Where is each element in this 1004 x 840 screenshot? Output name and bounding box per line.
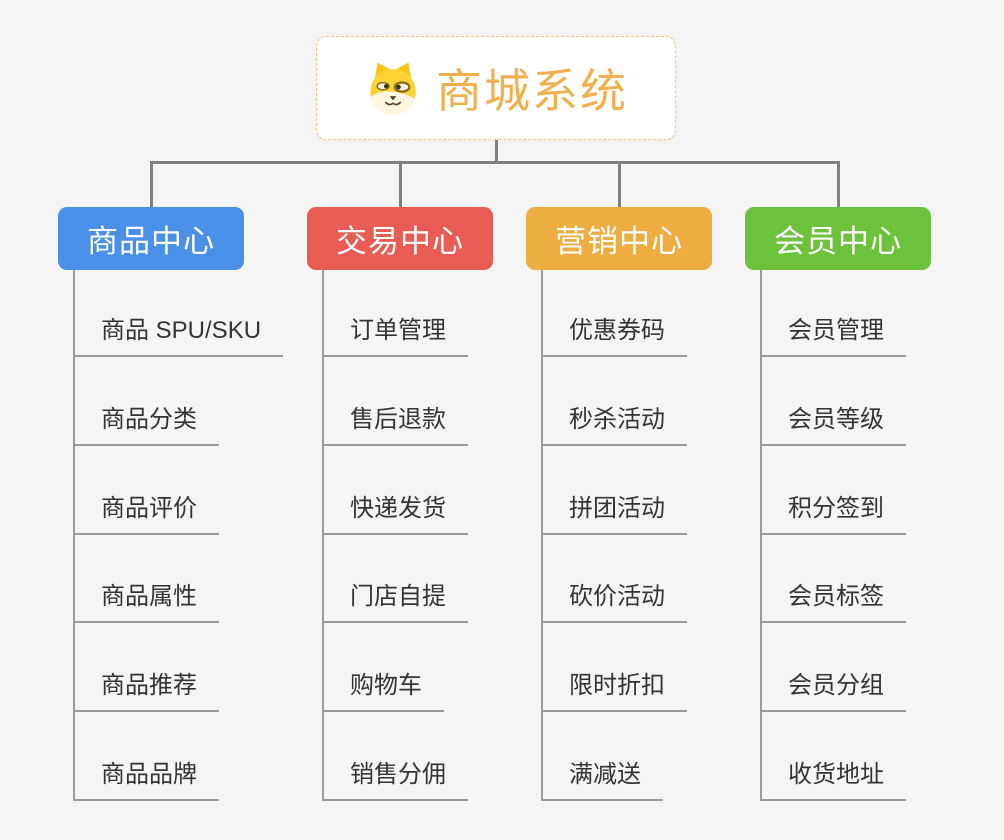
subtopic[interactable]: 会员管理 xyxy=(760,315,906,357)
branch-topic-label: 会员中心 xyxy=(774,224,902,259)
subtopic[interactable]: 商品 SPU/SKU xyxy=(73,315,284,357)
root-topic-title: 商城系统 xyxy=(436,65,628,117)
root-topic[interactable]: 商城系统 xyxy=(316,36,676,140)
subtopic[interactable]: 秒杀活动 xyxy=(541,404,687,446)
branch-topic[interactable]: 商品中心 xyxy=(58,207,244,270)
subtopic[interactable]: 订单管理 xyxy=(322,315,468,357)
subtopic[interactable]: 会员等级 xyxy=(760,404,906,446)
subtopic[interactable]: 门店自提 xyxy=(322,581,468,623)
subtopic[interactable]: 收货地址 xyxy=(760,759,906,801)
branch-trunk-line xyxy=(760,270,762,801)
subtopic[interactable]: 满减送 xyxy=(541,759,663,801)
subtopic[interactable]: 限时折扣 xyxy=(541,670,687,712)
connector-root-drop xyxy=(495,140,498,164)
branch-trunk-line xyxy=(73,270,75,801)
subtopic[interactable]: 拼团活动 xyxy=(541,493,687,535)
subtopic[interactable]: 会员分组 xyxy=(760,670,906,712)
subtopic[interactable]: 商品推荐 xyxy=(73,670,219,712)
connector-branch-drop xyxy=(837,161,840,207)
subtopic[interactable]: 快递发货 xyxy=(322,493,468,535)
branch-topic-label: 交易中心 xyxy=(336,224,464,259)
subtopic[interactable]: 商品评价 xyxy=(73,493,219,535)
subtopic[interactable]: 砍价活动 xyxy=(541,581,687,623)
branch-topic[interactable]: 交易中心 xyxy=(307,207,493,270)
branch-topic[interactable]: 会员中心 xyxy=(745,207,931,270)
branch-trunk-line xyxy=(541,270,543,801)
subtopic[interactable]: 积分签到 xyxy=(760,493,906,535)
branch-topic-label: 营销中心 xyxy=(555,224,683,259)
subtopic[interactable]: 购物车 xyxy=(322,670,444,712)
branch-trunk-line xyxy=(322,270,324,801)
connector-branch-drop xyxy=(618,161,621,207)
branch-topic-label: 商品中心 xyxy=(87,224,215,259)
connector-horizontal-bar xyxy=(150,161,840,164)
connector-branch-drop xyxy=(399,161,402,207)
dog-face-icon xyxy=(364,59,422,117)
subtopic[interactable]: 销售分佣 xyxy=(322,759,468,801)
subtopic[interactable]: 商品分类 xyxy=(73,404,219,446)
subtopic[interactable]: 商品品牌 xyxy=(73,759,219,801)
subtopic[interactable]: 商品属性 xyxy=(73,581,219,623)
subtopic[interactable]: 会员标签 xyxy=(760,581,906,623)
subtopic[interactable]: 售后退款 xyxy=(322,404,468,446)
branch-topic[interactable]: 营销中心 xyxy=(526,207,712,270)
subtopic[interactable]: 优惠券码 xyxy=(541,315,687,357)
connector-branch-drop xyxy=(150,161,153,207)
